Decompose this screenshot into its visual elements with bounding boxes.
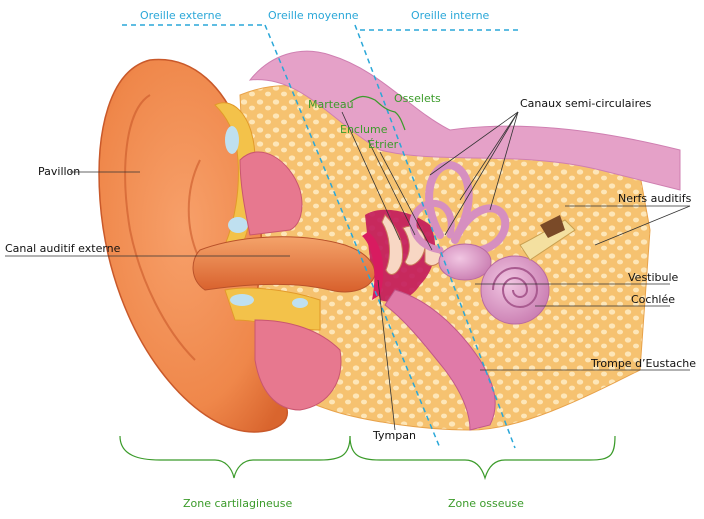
nerve-tip: [540, 215, 565, 238]
hammer-bone: [381, 214, 404, 275]
cartilage-blob-1: [225, 126, 239, 154]
upper-tissue: [239, 151, 303, 236]
zone-cartilage-label: Zone cartilagineuse: [183, 497, 293, 510]
semicircular-canal-3: [409, 199, 455, 254]
cochlea-label: Cochlée: [631, 293, 676, 306]
cartilage-blob-4: [292, 298, 308, 308]
upper-skin-band: [248, 50, 681, 191]
ear-canal: [192, 236, 376, 293]
cartilage-blob-2: [228, 217, 248, 233]
eustachian-tube: [384, 289, 496, 431]
eustachian-tube-label: Trompe d’Eustache: [591, 357, 697, 370]
pinna-inner-fold: [124, 94, 196, 361]
vestibule-label: Vestibule: [628, 271, 679, 284]
cochlea-shape: [480, 255, 550, 325]
region-label-middle: Oreille moyenne: [268, 9, 359, 22]
eardrum: [362, 232, 384, 300]
stirrup-label: Étrier: [368, 138, 399, 151]
leader-lines: [5, 111, 691, 431]
eardrum-label: Tympan: [373, 429, 416, 442]
ossicles-group-label: Osselets: [394, 92, 441, 105]
lower-tissue: [254, 319, 342, 411]
vestibule-shape: [438, 243, 492, 281]
zone-bone-label: Zone osseuse: [448, 497, 524, 510]
region-label-outer: Oreille externe: [140, 9, 222, 22]
semicircular-canals-label: Canaux semi-circulaires: [520, 97, 652, 110]
region-label-inner: Oreille interne: [411, 9, 490, 22]
pinna-label: Pavillon: [38, 165, 81, 178]
auditory-nerves-label: Nerfs auditifs: [618, 192, 692, 205]
hammer-label: Marteau: [308, 98, 354, 111]
cartilage-blob-3: [230, 294, 254, 306]
region-dividers: [122, 24, 520, 449]
ear-canal-label: Canal auditif externe: [5, 242, 121, 255]
zone-brackets: [119, 435, 616, 481]
anvil-label: Enclume: [340, 123, 388, 136]
ossicles-brace: [349, 95, 406, 131]
